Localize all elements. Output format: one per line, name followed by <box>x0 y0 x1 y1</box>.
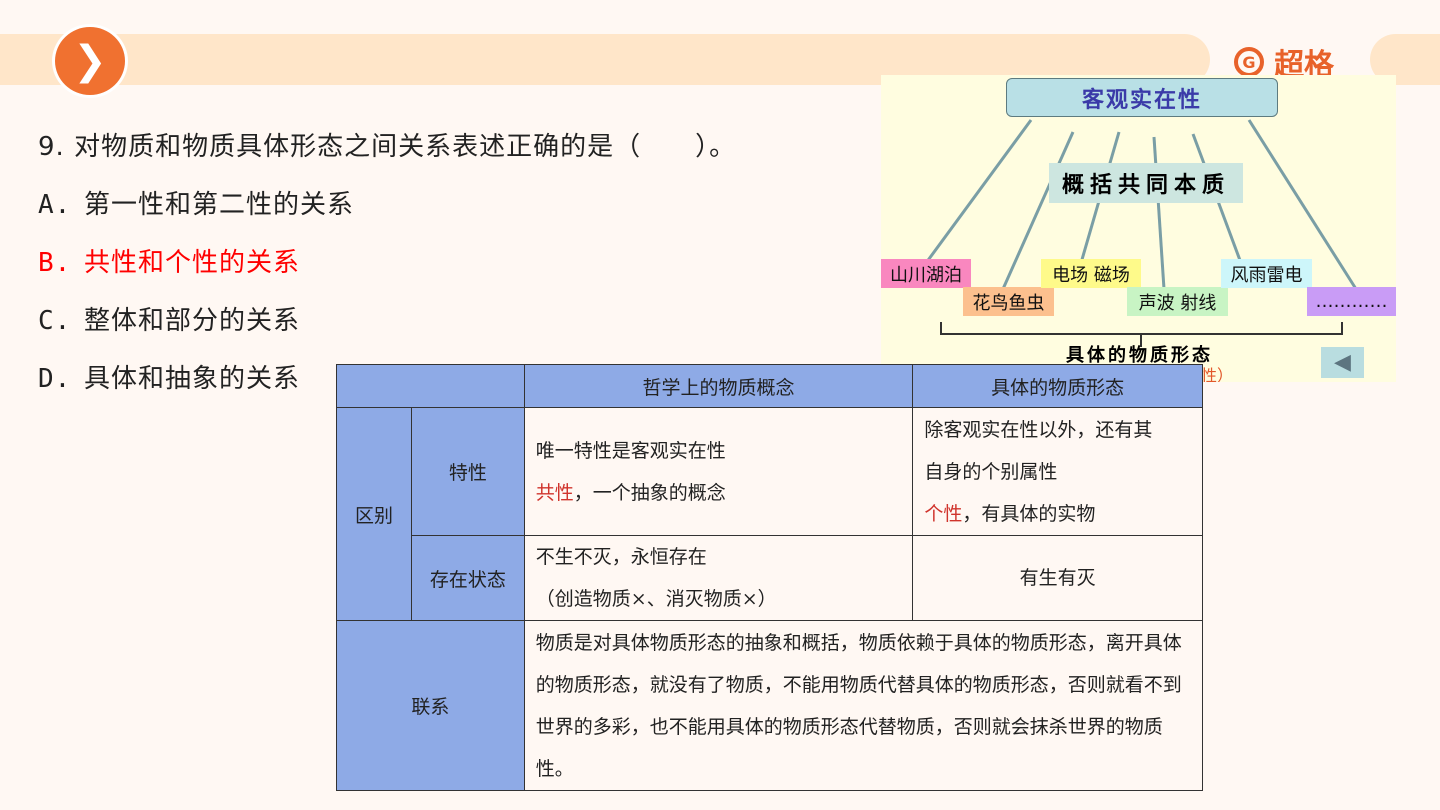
connector-line <box>1152 136 1166 290</box>
link-text: 物质是对具体物质形态的抽象和概括，物质依赖于具体的物质形态，离开具体的物质形态，… <box>523 620 1204 791</box>
triangle-left-icon: ◀ <box>1334 350 1351 375</box>
option-key: A. <box>38 190 72 220</box>
option-d[interactable]: D. 具体和抽象的关系 <box>38 358 300 395</box>
cell-line: 不生不灭，永恒存在 <box>535 546 707 568</box>
header-empty <box>336 364 525 408</box>
highlight-text: 共性 <box>535 481 574 504</box>
option-key: C. <box>38 306 72 336</box>
cell: 不生不灭，永恒存在 （创造物质×、消灭物质×） <box>523 535 914 621</box>
option-a[interactable]: A. 第一性和第二性的关系 <box>38 184 354 221</box>
common-essence-box: 概括共同本质 <box>1049 163 1243 203</box>
item-tag: 声波 射线 <box>1127 287 1228 316</box>
option-text: 整体和部分的关系 <box>84 306 301 336</box>
option-text: 具体和抽象的关系 <box>84 364 301 394</box>
connector-line <box>924 119 1033 264</box>
option-key: B. <box>38 248 72 278</box>
item-tag: 风雨雷电 <box>1221 259 1312 288</box>
item-tag: 花鸟鱼虫 <box>963 287 1054 316</box>
row-label: 存在状态 <box>410 535 525 621</box>
item-tag: 电场 磁场 <box>1041 259 1141 288</box>
table-row: 存在状态 不生不灭，永恒存在 （创造物质×、消灭物质×） 有生有灭 <box>337 535 1203 621</box>
highlight-text: 个性 <box>924 502 963 525</box>
link-label: 联系 <box>336 620 525 791</box>
comparison-table: 哲学上的物质概念 具体的物质形态 区别 特性 唯一特性是客观实在性 共性，一个抽… <box>336 364 1204 791</box>
partial-label: 性） <box>1201 366 1234 382</box>
row-label: 特性 <box>410 407 525 536</box>
cell-line: 唯一特性是客观实在性 <box>535 439 726 462</box>
table-row: 联系 物质是对具体物质形态的抽象和概括，物质依赖于具体的物质形态，离开具体的物质… <box>336 620 1204 791</box>
cell: 唯一特性是客观实在性 共性，一个抽象的概念 <box>523 407 914 536</box>
option-text: 第一性和第二性的关系 <box>84 190 355 220</box>
objective-reality-box: 客观实在性 <box>1006 78 1278 117</box>
brace-bracket <box>940 322 1343 347</box>
item-tag: ………… <box>1307 287 1396 316</box>
option-text: 共性和个性的关系 <box>84 248 301 278</box>
cell-line: 个性，有具体的实物 <box>924 493 1191 535</box>
cell-line: （创造物质×、消灭物质×） <box>535 588 777 610</box>
cell-text: ，有具体的实物 <box>962 502 1096 525</box>
header-concrete: 具体的物质形态 <box>912 364 1203 408</box>
connector-line <box>1001 131 1075 290</box>
next-button[interactable]: ❯ <box>52 24 128 98</box>
cell-line: 共性，一个抽象的概念 <box>536 472 902 514</box>
table-header-row: 哲学上的物质概念 具体的物质形态 <box>336 364 1203 408</box>
chevron-right-icon: ❯ <box>73 38 107 84</box>
connector-lines <box>924 119 1358 347</box>
cell: 除客观实在性以外，还有其 自身的个别属性 个性，有具体的实物 <box>912 407 1203 536</box>
header-philosophical: 哲学上的物质概念 <box>523 364 914 408</box>
option-c[interactable]: C. 整体和部分的关系 <box>38 300 300 337</box>
cell-line: 除客观实在性以外，还有其 <box>924 418 1153 441</box>
back-button[interactable]: ◀ <box>1321 347 1364 378</box>
cell-line: 自身的个别属性 <box>924 460 1058 483</box>
group-label: 区别 <box>336 407 412 621</box>
connector-line <box>1247 119 1358 290</box>
item-tag: 山川湖泊 <box>881 259 971 288</box>
concrete-forms-label: 具体的物质形态 <box>1066 345 1213 366</box>
concept-diagram: 客观实在性 概括共同本质 山川湖泊 花鸟鱼虫 电场 磁场 声波 射线 风雨雷电 … <box>881 75 1396 382</box>
cell-text: ，一个抽象的概念 <box>573 481 726 504</box>
option-b[interactable]: B. 共性和个性的关系 <box>38 242 300 279</box>
table-row: 区别 特性 唯一特性是客观实在性 共性，一个抽象的概念 除客观实在性以外，还有其… <box>336 407 1203 621</box>
cell: 有生有灭 <box>912 535 1203 621</box>
g-logo-icon: G <box>1234 47 1264 77</box>
question-stem: 9. 对物质和物质具体形态之间关系表述正确的是（ ）。 <box>38 132 737 162</box>
option-key: D. <box>38 364 72 394</box>
